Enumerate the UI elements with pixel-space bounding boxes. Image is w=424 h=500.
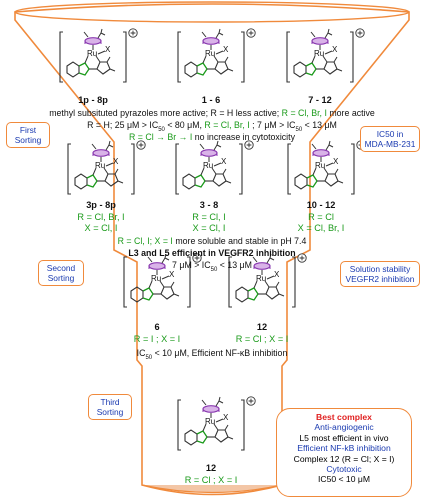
- row2-line1: R = Cl, I; X = I more soluble and stable…: [117, 236, 307, 246]
- ru-atom-label: Ru: [87, 49, 98, 58]
- ru-atom-label: Ru: [203, 161, 214, 170]
- ru-atom-label: Ru: [205, 49, 216, 58]
- best-l6: IC50 < 10 μM: [317, 474, 370, 485]
- funnel-rim: [14, 1, 410, 23]
- x-10-12: X = Cl, Br, I: [297, 223, 345, 233]
- x-atom-label: X: [113, 157, 119, 166]
- row1-line1: methyl subsituted pyrazoles more active;…: [49, 108, 375, 118]
- r-3p-8p: R = Cl, Br, I: [77, 212, 125, 222]
- ru-atom-label: Ru: [314, 49, 325, 58]
- ru-atom-label: Ru: [315, 161, 326, 170]
- row3-line1: IC50 < 10 μM, Efficient NF-κB inhibition: [136, 348, 288, 361]
- rx-6: R = I ; X = I: [133, 334, 181, 344]
- label-3p-8p: 3p - 8p: [86, 200, 116, 210]
- x-3-8: X = Cl, I: [192, 223, 226, 233]
- row2-line3: 7 μM > IC50 < 13 μM: [172, 260, 252, 273]
- x-atom-label: X: [274, 270, 280, 279]
- best-l3: Efficient NF-kB inhibition: [297, 443, 391, 454]
- x-atom-label: X: [333, 157, 339, 166]
- label-1-6: 1 - 6: [201, 95, 221, 105]
- x-atom-label: X: [105, 45, 111, 54]
- rx-best-12: R = Cl ; X = I: [184, 475, 238, 485]
- x-atom-label: X: [332, 45, 338, 54]
- best-title: Best complex: [316, 412, 372, 422]
- best-l2: L5 most efficient in vivo: [299, 432, 389, 443]
- best-complex-box: Best complex Anti-angiogenic L5 most eff…: [276, 408, 412, 497]
- x-atom-label: X: [169, 270, 175, 279]
- label-best-12: 12: [205, 463, 217, 473]
- best-l1: Anti-angiogenic: [314, 422, 374, 433]
- x-3p-8p: X = Cl, I: [84, 223, 118, 233]
- x-atom-label: X: [223, 45, 229, 54]
- ru-atom-label: Ru: [205, 417, 216, 426]
- label-12: 12: [256, 322, 268, 332]
- label-3-8: 3 - 8: [199, 200, 219, 210]
- label-1p-8p: 1p - 8p: [78, 95, 108, 105]
- funnel-bottom: [141, 484, 283, 494]
- ru-atom-label: Ru: [95, 161, 106, 170]
- r-3-8: R = Cl, I: [192, 212, 226, 222]
- label-10-12: 10 - 12: [306, 200, 336, 210]
- row2-line2: L3 and L5 efficient in VEGFR2 inhibition: [128, 248, 296, 258]
- x-atom-label: X: [221, 157, 227, 166]
- row1-line2: R = H; 25 μM > IC50 < 80 μM, R = Cl, Br,…: [87, 120, 337, 133]
- complex-3p-8p-structure: [67, 140, 146, 195]
- label-7-12: 7 - 12: [308, 95, 332, 105]
- ru-atom-label: Ru: [151, 274, 162, 283]
- row1-line3: R = Cl → Br → I no increase in cytotoxic…: [129, 132, 295, 142]
- best-l5: Cytotoxic: [326, 464, 362, 475]
- r-10-12: R = Cl: [308, 212, 334, 222]
- ru-atom-label: Ru: [256, 274, 267, 283]
- best-l4: Complex 12 (R = Cl; X = I): [293, 453, 395, 464]
- rx-12: R = Cl ; X = I: [235, 334, 289, 344]
- label-6: 6: [154, 322, 160, 332]
- x-atom-label: X: [223, 413, 229, 422]
